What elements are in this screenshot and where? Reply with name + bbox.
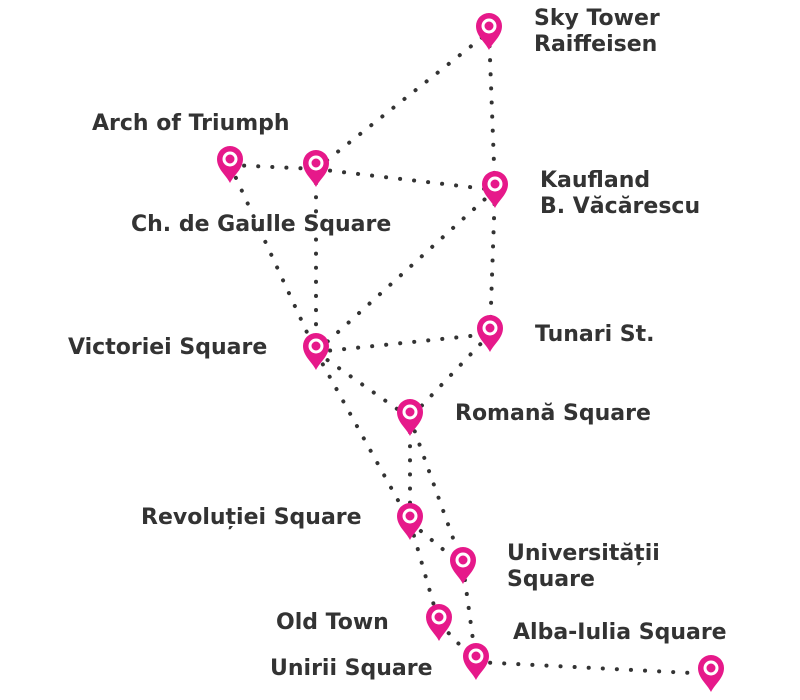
label-romana: Romană Square bbox=[455, 401, 651, 427]
label-sky-tower: Sky Tower Raiffeisen bbox=[534, 6, 660, 58]
route-segment-tunari-romana bbox=[408, 332, 492, 420]
route-segment-unirii-alba_iulia bbox=[474, 660, 713, 676]
map-pin-icon[interactable] bbox=[450, 547, 476, 584]
label-unirii: Unirii Square bbox=[270, 656, 433, 682]
map-pin-icon[interactable] bbox=[217, 146, 243, 183]
label-tunari: Tunari St. bbox=[535, 322, 655, 348]
route-segment-arch_of_triumph-victoriei bbox=[228, 163, 318, 354]
label-kaufland: Kaufland B. Văcărescu bbox=[540, 168, 700, 220]
map-pin-icon[interactable] bbox=[397, 399, 423, 436]
label-line: Arch of Triumph bbox=[92, 111, 290, 136]
route-segment-victoriei-revolutiei bbox=[314, 350, 412, 524]
label-universitatii: Universității Square bbox=[507, 541, 660, 593]
route-segment-old_town-unirii bbox=[437, 621, 478, 664]
map-pin-icon[interactable] bbox=[482, 171, 508, 208]
label-line: Raiffeisen bbox=[534, 32, 658, 57]
label-old-town: Old Town bbox=[276, 610, 389, 636]
route-segment-kaufland-tunari bbox=[488, 188, 497, 336]
label-line: Sky Tower bbox=[534, 6, 660, 31]
map-pin-icon[interactable] bbox=[698, 655, 724, 692]
map-pin-icon[interactable] bbox=[463, 643, 489, 680]
station-pins bbox=[217, 13, 724, 692]
route-segment-romana-universitatii bbox=[408, 416, 465, 568]
map-pin-icon[interactable] bbox=[426, 604, 452, 641]
label-line: Alba-Iulia Square bbox=[513, 620, 727, 645]
label-line: Square bbox=[507, 567, 595, 592]
label-line: B. Văcărescu bbox=[540, 194, 701, 219]
route-segment-arch_of_triumph-ch_de_gaulle bbox=[228, 163, 318, 171]
label-revolutiei: Revoluției Square bbox=[141, 505, 362, 531]
label-line: Victoriei Square bbox=[68, 335, 268, 360]
map-pin-icon[interactable] bbox=[303, 150, 329, 187]
label-victoriei: Victoriei Square bbox=[68, 335, 267, 361]
route-segment-ch_de_gaulle-sky_tower bbox=[314, 30, 491, 171]
label-line: Kaufland bbox=[540, 168, 651, 193]
map-pin-icon[interactable] bbox=[476, 13, 502, 50]
label-line: Old Town bbox=[276, 610, 389, 635]
label-line: Universității bbox=[507, 541, 660, 566]
route-segment-sky_tower-kaufland bbox=[487, 30, 497, 192]
label-alba-iulia: Alba-Iulia Square bbox=[513, 620, 727, 646]
label-line: Romană Square bbox=[455, 401, 651, 426]
label-ch-de-gaulle: Ch. de Gaulle Square bbox=[131, 212, 391, 238]
route-segment-universitatii-unirii bbox=[461, 564, 478, 664]
route-segment-ch_de_gaulle-kaufland bbox=[314, 167, 497, 192]
label-line: Ch. de Gaulle Square bbox=[131, 212, 392, 237]
label-line: Tunari St. bbox=[535, 322, 655, 347]
map-pin-icon[interactable] bbox=[397, 503, 423, 540]
map-pin-icon[interactable] bbox=[477, 315, 503, 352]
label-line: Unirii Square bbox=[270, 656, 433, 681]
route-segment-victoriei-tunari bbox=[314, 332, 492, 354]
map-pin-icon[interactable] bbox=[303, 333, 329, 370]
label-line: Revoluției Square bbox=[141, 505, 362, 530]
label-arch-of-triumph: Arch of Triumph bbox=[92, 111, 290, 137]
route-segment-victoriei-romana bbox=[314, 350, 412, 420]
